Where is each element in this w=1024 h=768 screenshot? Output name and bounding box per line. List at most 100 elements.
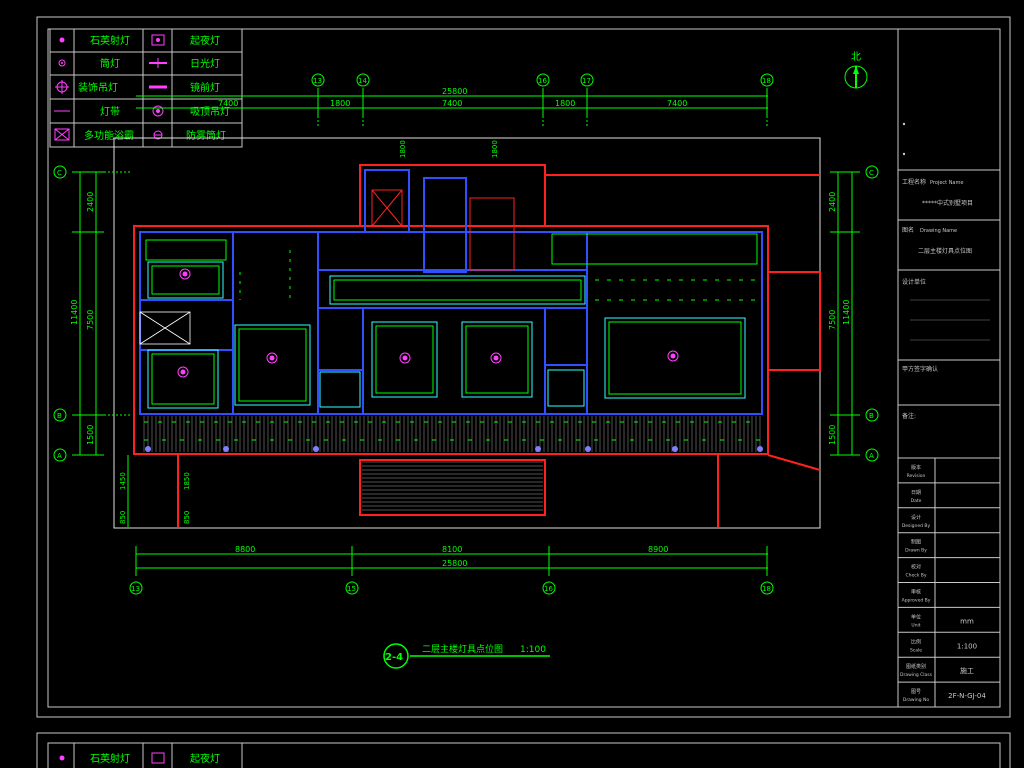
title-block-row-label: 比例 [911,638,921,645]
night-light-icon [151,34,165,46]
legend-label: 装饰吊灯 [78,81,118,94]
dim-left-seg: 7500 [86,310,95,330]
title-block-row-value: mm [960,617,974,625]
dim-left-lower2: 850 [183,511,191,524]
svg-text:18: 18 [762,77,771,85]
axis-bubble: 13 [129,581,143,595]
dim-top-total: 25800 [442,87,467,96]
dim-right-seg: 2400 [828,192,837,212]
svg-text:17: 17 [582,77,591,85]
downlight-icon [58,59,66,67]
project-name: *****中式别墅项目 [922,199,973,207]
axis-bubble: B [53,408,67,422]
dim-right-total: 11400 [842,300,851,325]
title-block-row-label-en: Unit [911,622,920,628]
title-block-row-label-en: Date [911,498,922,504]
drawing-title: 二层主楼灯具点位图 [422,643,503,655]
legend-label: 多功能浴霸 [84,129,134,142]
fluorescent-lamp-icon [149,58,167,68]
project-name-label-en: Project Name [930,180,963,186]
dim-bottom-seg: 8800 [235,545,255,554]
legend-label: 吸顶吊灯 [190,106,230,118]
title-block-row-value: 1:100 [957,642,977,650]
dim-top-seg: 7400 [218,99,238,108]
title-block-row-label: 单位 [911,613,921,620]
legend-label: 防雾筒灯 [186,129,226,142]
bath-heaters [139,311,191,345]
title-block-row-label: 图号 [911,689,921,695]
dim-stair: 1800 [399,140,407,158]
floor-plan [133,164,821,527]
svg-text:13: 13 [131,585,140,593]
title-block-row-label: 版本 [911,464,921,471]
dim-top-seg: 1800 [330,99,350,108]
elevator [371,189,403,227]
title-block-row-value: 2F-N-GJ-04 [948,692,986,700]
dim-bottom-seg: 8100 [442,545,462,554]
legend-label: 镜前灯 [190,81,220,94]
legend-label: 起夜灯 [190,752,220,765]
svg-text:18: 18 [762,585,771,593]
right-dimension-chain [830,171,860,456]
dim-left-lower: 1450 [119,472,127,490]
axis-bubble: 15 [345,581,359,595]
light-strip-lines [144,233,760,441]
north-label: 北 [851,51,861,63]
axis-bubble: 16 [536,73,550,87]
north-arrow: 北 [844,51,868,89]
inner-walls [139,169,763,415]
stair [469,197,515,271]
dim-top-seg: 7400 [442,99,462,108]
axis-bubble: 17 [580,73,594,87]
title-block-row-label-en: Drawing Class [900,672,933,678]
title-block-row-label: 制图 [911,539,921,546]
title-block-row-label: 日期 [911,490,921,496]
project-name-label: 工程名称 [902,178,926,186]
dim-bottom-total: 25800 [442,559,467,568]
ceiling-lamp-icon [152,105,164,117]
next-sheet-strip: 石英射灯 起夜灯 [59,743,243,768]
dim-left-seg: 2400 [86,192,95,212]
title-block-row-label: 审核 [911,589,921,596]
top-dimension-chain [136,88,768,128]
design-team-label: 设计单位 [902,278,926,286]
dim-stair: 1800 [491,140,499,158]
title-block: 工程名称 Project Name *****中式别墅项目 图名 Drawing… [897,28,1001,708]
svg-text:C: C [57,169,62,177]
axis-bubble: 13 [311,73,325,87]
outer-walls [133,164,821,527]
legend-label: 石英射灯 [90,34,130,47]
svg-text:C: C [869,169,874,177]
legend-label: 灯带 [100,106,120,118]
axis-bubble: C [865,165,879,179]
legend-label: 筒灯 [100,57,120,70]
title-block-row-label: 设计 [911,514,921,521]
title-block-row-label: 图纸类别 [906,663,926,670]
svg-text:16: 16 [538,77,547,85]
legend-label: 日光灯 [190,57,220,70]
drawing-name: 二层主楼灯具点位图 [918,247,972,255]
svg-text:B: B [57,412,62,420]
drawing-name-label: 图名 [902,226,914,234]
owner-label: 甲方签字确认 [902,365,938,373]
svg-text:13: 13 [313,77,322,85]
title-block-row-label-en: Check By [905,573,926,579]
title-block-row-label-en: Revision [907,473,926,479]
dim-right-seg: 7500 [828,310,837,330]
legend-label: 石英射灯 [90,752,130,765]
legend-label: 起夜灯 [190,34,220,47]
dim-left-seg: 1500 [86,425,95,445]
drawing-name-label-en: Drawing Name [920,228,957,234]
dim-top-seg: 1800 [555,99,575,108]
drawing-caption: 2-4 二层主楼灯具点位图 1:100 [383,643,550,669]
title-block-row-label-en: Scale [910,647,922,653]
legend-table: 石英射灯 起夜灯 筒灯 日光灯 装饰吊灯 镜前灯 灯带 吸顶吊灯 多功能浴霸 防… [49,28,243,148]
axis-bubble: A [865,448,879,462]
title-block-row-label-en: Designed By [902,523,931,529]
ceiling-outlines [147,261,746,409]
dim-right-seg: 1500 [828,425,837,445]
axis-bubble: A [53,448,67,462]
dim-left-total: 11400 [70,300,79,325]
